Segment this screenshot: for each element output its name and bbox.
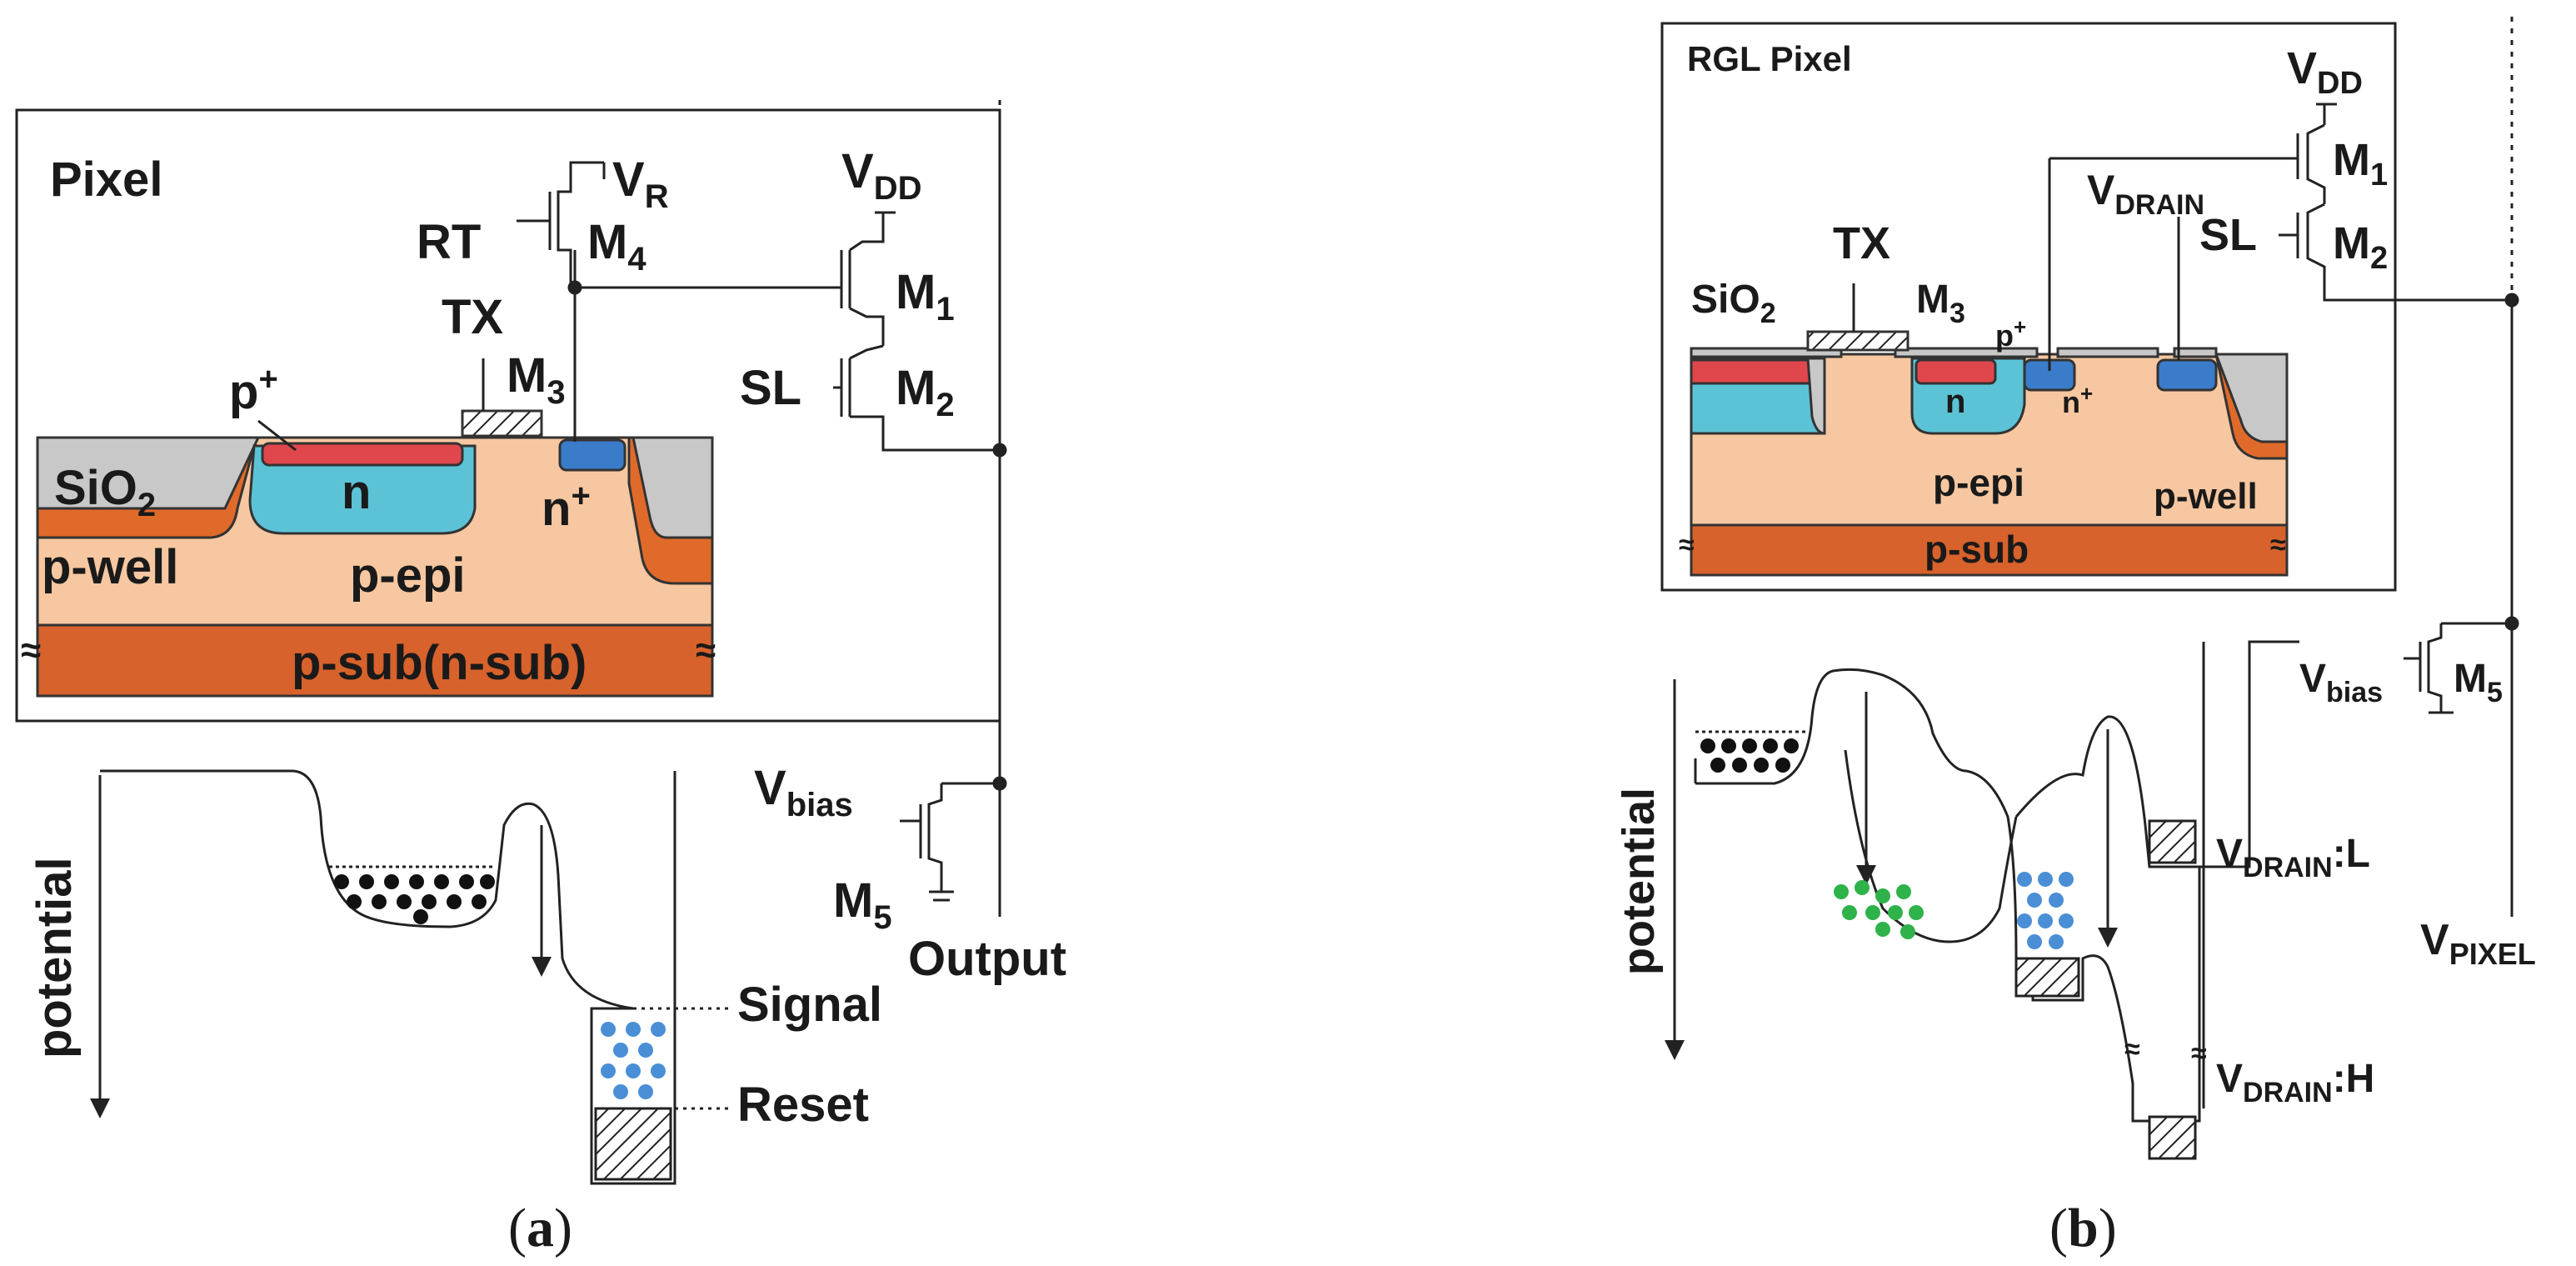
circuit-a — [482, 161, 1007, 917]
label-rt: RT — [417, 215, 481, 269]
label-sl-b: SL — [2199, 210, 2257, 260]
label-tx-b: TX — [1833, 218, 1890, 268]
p-sub-region — [36, 623, 714, 698]
sio2-right — [632, 436, 714, 539]
green-electrons-b — [1834, 880, 1924, 939]
potential-diagram-b — [1665, 640, 2299, 1160]
label-potential-b: potential — [1614, 788, 1664, 975]
label-nplus-a: n+ — [542, 478, 591, 536]
blue-electrons-b — [2017, 872, 2074, 949]
label-vdd-a: VDD — [841, 144, 921, 207]
caption-a: (a) — [508, 1198, 572, 1258]
wave-left-b: ≈ — [1679, 529, 1695, 561]
label-pwell-a: p-well — [42, 540, 178, 594]
wave-right-a: ≈ — [696, 630, 716, 671]
label-m5-a: M5 — [833, 873, 892, 936]
label-tx-a: TX — [442, 290, 503, 344]
tx-gate — [461, 409, 543, 438]
label-vpixel: VPIXEL — [2420, 916, 2536, 971]
label-pepi-a: p-epi — [350, 548, 466, 603]
label-psub-a: p-sub(n-sub) — [292, 636, 587, 690]
p-plus-region — [261, 442, 464, 467]
label-vbias-a: Vbias — [754, 761, 853, 823]
n-plus-region — [558, 438, 627, 472]
label-pplus-a: p+ — [229, 361, 278, 419]
label-m4: M4 — [587, 215, 646, 278]
label-n-b: n — [1945, 383, 1965, 420]
label-pwell-b: p-well — [2154, 476, 2258, 517]
label-m1-a: M1 — [896, 265, 955, 328]
n-region — [248, 444, 477, 535]
signal-electrons-a — [601, 1022, 666, 1099]
label-m2-a: M2 — [896, 361, 955, 423]
wave-break-1: ≈ — [2124, 1033, 2140, 1065]
wave-right-b: ≈ — [2270, 529, 2286, 561]
panel-b — [1660, 17, 2519, 1160]
label-m3-b: M3 — [1916, 278, 1965, 329]
label-vdrain-l: VDRAIN:L — [2216, 832, 2370, 883]
label-vr: VR — [612, 153, 669, 215]
label-vdrain-b: VDRAIN — [2087, 167, 2204, 221]
wave-break-2: ≈ — [2191, 1038, 2207, 1069]
panel-a-labels: Pixel VR RT M4 VDD M1 TX M3 SL M2 p+ SiO… — [21, 144, 1066, 1258]
label-m1-b: M1 — [2333, 135, 2388, 193]
device-cross-section-b — [1690, 330, 2289, 577]
label-reset: Reset — [737, 1078, 869, 1132]
label-m5-b: M5 — [2454, 657, 2503, 708]
label-signal: Signal — [737, 978, 882, 1032]
rgl-pixel-box — [1660, 22, 2397, 592]
label-pplus-b: p+ — [1995, 314, 2026, 353]
label-vdd-b: VDD — [2287, 43, 2363, 101]
label-sio2-a: SiO2 — [54, 461, 156, 523]
label-m2-b: M2 — [2333, 218, 2388, 276]
label-psub-b: p-sub — [1925, 528, 2029, 571]
potential-curve-a — [100, 769, 676, 1185]
label-vdrain-h: VDRAIN:H — [2216, 1057, 2374, 1108]
sio2-left — [36, 436, 261, 510]
label-sl-a: SL — [740, 361, 801, 415]
electrons-a — [334, 874, 495, 924]
label-pixel: Pixel — [50, 153, 162, 207]
wave-left-a: ≈ — [21, 630, 41, 671]
panel-a — [15, 100, 1007, 1185]
label-rgl-pixel: RGL Pixel — [1687, 39, 1852, 78]
caption-b: (b) — [2049, 1198, 2117, 1258]
label-potential-a: potential — [27, 857, 82, 1058]
label-output: Output — [908, 932, 1066, 986]
label-nplus-b: n+ — [2062, 381, 2093, 419]
electrons-b — [1700, 738, 1799, 773]
device-cross-section-a — [36, 409, 714, 698]
label-n-a: n — [342, 465, 371, 519]
label-sio2-b: SiO2 — [1691, 278, 1776, 329]
circuit-b — [1852, 103, 2519, 917]
panel-b-labels: RGL Pixel VDD M1 VDRAIN SL M2 TX SiO2 M3… — [1614, 39, 2536, 1258]
potential-diagram-a — [90, 769, 733, 1185]
label-m3-a: M3 — [507, 348, 566, 411]
label-pepi-b: p-epi — [1933, 461, 2024, 504]
label-vbias-b: Vbias — [2299, 657, 2383, 708]
